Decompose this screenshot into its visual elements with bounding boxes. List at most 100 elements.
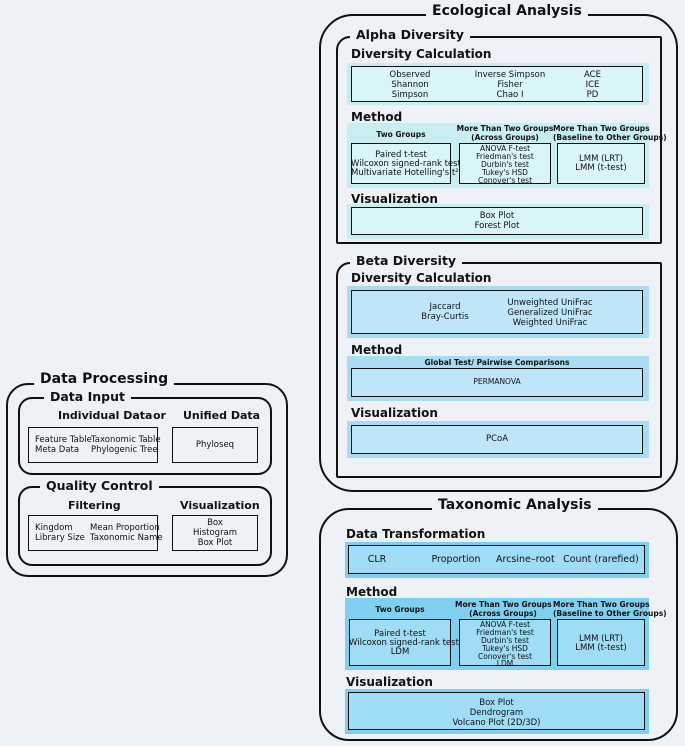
filter-kingdom: Kingdom <box>35 523 73 533</box>
alpha-hotelling: Multivariate Hotelling's t² test <box>351 168 478 178</box>
alpha-ace: ACE <box>584 70 601 80</box>
beta-calc-box <box>351 290 643 334</box>
phyloseq: Phyloseq <box>195 440 235 450</box>
transform-proportion: Proportion <box>431 554 481 565</box>
taxonomic-analysis-title: Taxonomic Analysis <box>432 497 598 514</box>
filter-mean-proportion: Mean Proportion <box>90 523 160 533</box>
transform-arcsine-root: Arcsine–root <box>496 554 555 565</box>
beta-jaccard: Jaccard <box>429 302 461 312</box>
alpha-fisher: Fisher <box>497 80 523 90</box>
filter-taxonomic-name: Taxonomic Name <box>90 533 163 543</box>
beta-method-title: Method <box>351 343 403 357</box>
data-input-title: Data Input <box>44 390 131 404</box>
alpha-durbin: Durbin's test <box>481 160 529 169</box>
taxo-durbin: Durbin's test <box>481 636 529 645</box>
beta-method-box <box>351 368 643 397</box>
alpha-conover: Conover's test <box>477 176 533 185</box>
alpha-diversity-title: Alpha Diversity <box>350 28 470 42</box>
phylogenic-tree: Phylogenic Tree <box>91 445 158 455</box>
taxo-col-across-sub: (Across Groups) <box>469 609 537 618</box>
alpha-lmm-lrt: LMM (LRT) <box>579 154 623 164</box>
transform-title: Data Transformation <box>346 527 486 541</box>
beta-generalized-unifrac: Generalized UniFrac <box>507 308 593 318</box>
unified-data-label: Unified Data <box>183 409 261 422</box>
taxo-baseline-box <box>557 619 645 666</box>
alpha-paired-t: Paired t-test <box>375 150 427 160</box>
beta-method-header: Global Test/ Pairwise Comparisons <box>424 358 570 367</box>
filtering-label: Filtering <box>68 499 121 512</box>
taxo-across-ldm: LDM <box>496 659 514 668</box>
qc-viz-box: Box <box>207 518 223 528</box>
taxo-lmm-t: LMM (t-test) <box>575 643 627 653</box>
alpha-ice: ICE <box>585 80 600 90</box>
alpha-calc-title: Diversity Calculation <box>351 47 492 61</box>
qc-visualization-box <box>172 515 258 551</box>
taxo-viz-box <box>348 692 645 730</box>
beta-pcoa: PCoA <box>485 434 509 444</box>
taxo-viz-title: Visualization <box>346 675 433 689</box>
taxo-lmm-lrt: LMM (LRT) <box>579 634 623 644</box>
taxo-col-more-across: More Than Two Groups <box>455 600 552 609</box>
beta-permanova: PERMANOVA <box>473 377 521 386</box>
taxo-col-more-baseline: More Than Two Groups <box>553 600 650 609</box>
alpha-chao1: Chao I <box>496 90 524 100</box>
alpha-lmm-t: LMM (t-test) <box>575 163 627 173</box>
transform-clr: CLR <box>367 554 387 565</box>
taxo-col-baseline-sub: (Baseline to Other Groups) <box>553 609 667 618</box>
alpha-baseline-box <box>557 143 645 184</box>
alpha-friedman: Friedman's test <box>476 152 534 161</box>
alpha-shannon: Shannon <box>391 80 429 90</box>
alpha-viz-box-plot: Box Plot <box>479 211 515 221</box>
alpha-inverse-simpson: Inverse Simpson <box>474 70 546 80</box>
transform-count-rarefied: Count (rarefied) <box>563 554 639 565</box>
taxo-viz-volcano: Volcano Plot (2D/3D) <box>452 718 541 728</box>
qc-viz-histogram: Histogram <box>192 528 238 538</box>
taxo-viz-dendrogram: Dendrogram <box>469 708 524 718</box>
alpha-two-groups-box <box>351 143 451 184</box>
alpha-calc-box <box>351 66 643 102</box>
transform-box <box>348 545 645 574</box>
taxo-viz-box-plot: Box Plot <box>479 698 514 708</box>
feature-table: Feature Table <box>35 435 92 445</box>
unified-data-box <box>172 427 258 463</box>
taxo-across-box <box>459 619 551 666</box>
alpha-col-more-baseline: More Than Two Groups <box>553 124 650 133</box>
beta-bray-curtis: Bray-Curtis <box>421 312 469 322</box>
taxo-paired-t: Paired t-test <box>374 629 426 639</box>
or-label: or <box>153 409 166 422</box>
taxo-two-ldm: LDM <box>390 647 410 657</box>
taxo-col-two-groups: Two Groups <box>375 605 425 614</box>
taxo-two-groups-box <box>349 619 451 666</box>
beta-unweighted-unifrac: Unweighted UniFrac <box>507 298 593 308</box>
data-processing-title: Data Processing <box>34 371 175 388</box>
alpha-viz-box <box>351 207 643 235</box>
alpha-viz-title: Visualization <box>351 192 438 206</box>
meta-data: Meta Data <box>35 445 80 455</box>
quality-control-title: Quality Control <box>40 479 159 493</box>
alpha-col-baseline-sub: (Baseline to Other Groups) <box>553 133 667 142</box>
filtering-box <box>28 515 158 551</box>
taxo-wilcoxon: Wilcoxon signed-rank test <box>349 638 459 648</box>
alpha-observed: Observed <box>389 70 431 80</box>
alpha-col-more-across: More Than Two Groups <box>456 124 554 133</box>
taxo-friedman: Friedman's test <box>476 628 534 637</box>
beta-calc-title: Diversity Calculation <box>351 271 492 285</box>
alpha-viz-forest-plot: Forest Plot <box>474 221 520 231</box>
taxo-tukey: Tukey's HSD <box>482 644 528 653</box>
beta-viz-box <box>351 425 643 454</box>
alpha-anova: ANOVA F-test <box>479 144 531 153</box>
alpha-col-across-sub: (Across Groups) <box>471 133 539 142</box>
taxo-anova: ANOVA F-test <box>479 620 531 629</box>
individual-data-box <box>28 427 158 463</box>
ecological-analysis-title: Ecological Analysis <box>426 3 588 20</box>
beta-diversity-title: Beta Diversity <box>350 254 463 268</box>
taxo-method-title: Method <box>346 585 398 599</box>
qc-visualization-label: Visualization <box>180 499 260 512</box>
alpha-wilcoxon: Wilcoxon signed-rank test <box>351 159 461 169</box>
alpha-simpson: Simpson <box>391 90 429 100</box>
beta-viz-title: Visualization <box>351 406 438 420</box>
filter-library-size: Library Size <box>35 533 85 543</box>
taxonomic-table: Taxonomic Table <box>91 435 161 445</box>
alpha-tukey: Tukey's HSD <box>482 168 528 177</box>
alpha-across-box <box>459 143 551 184</box>
